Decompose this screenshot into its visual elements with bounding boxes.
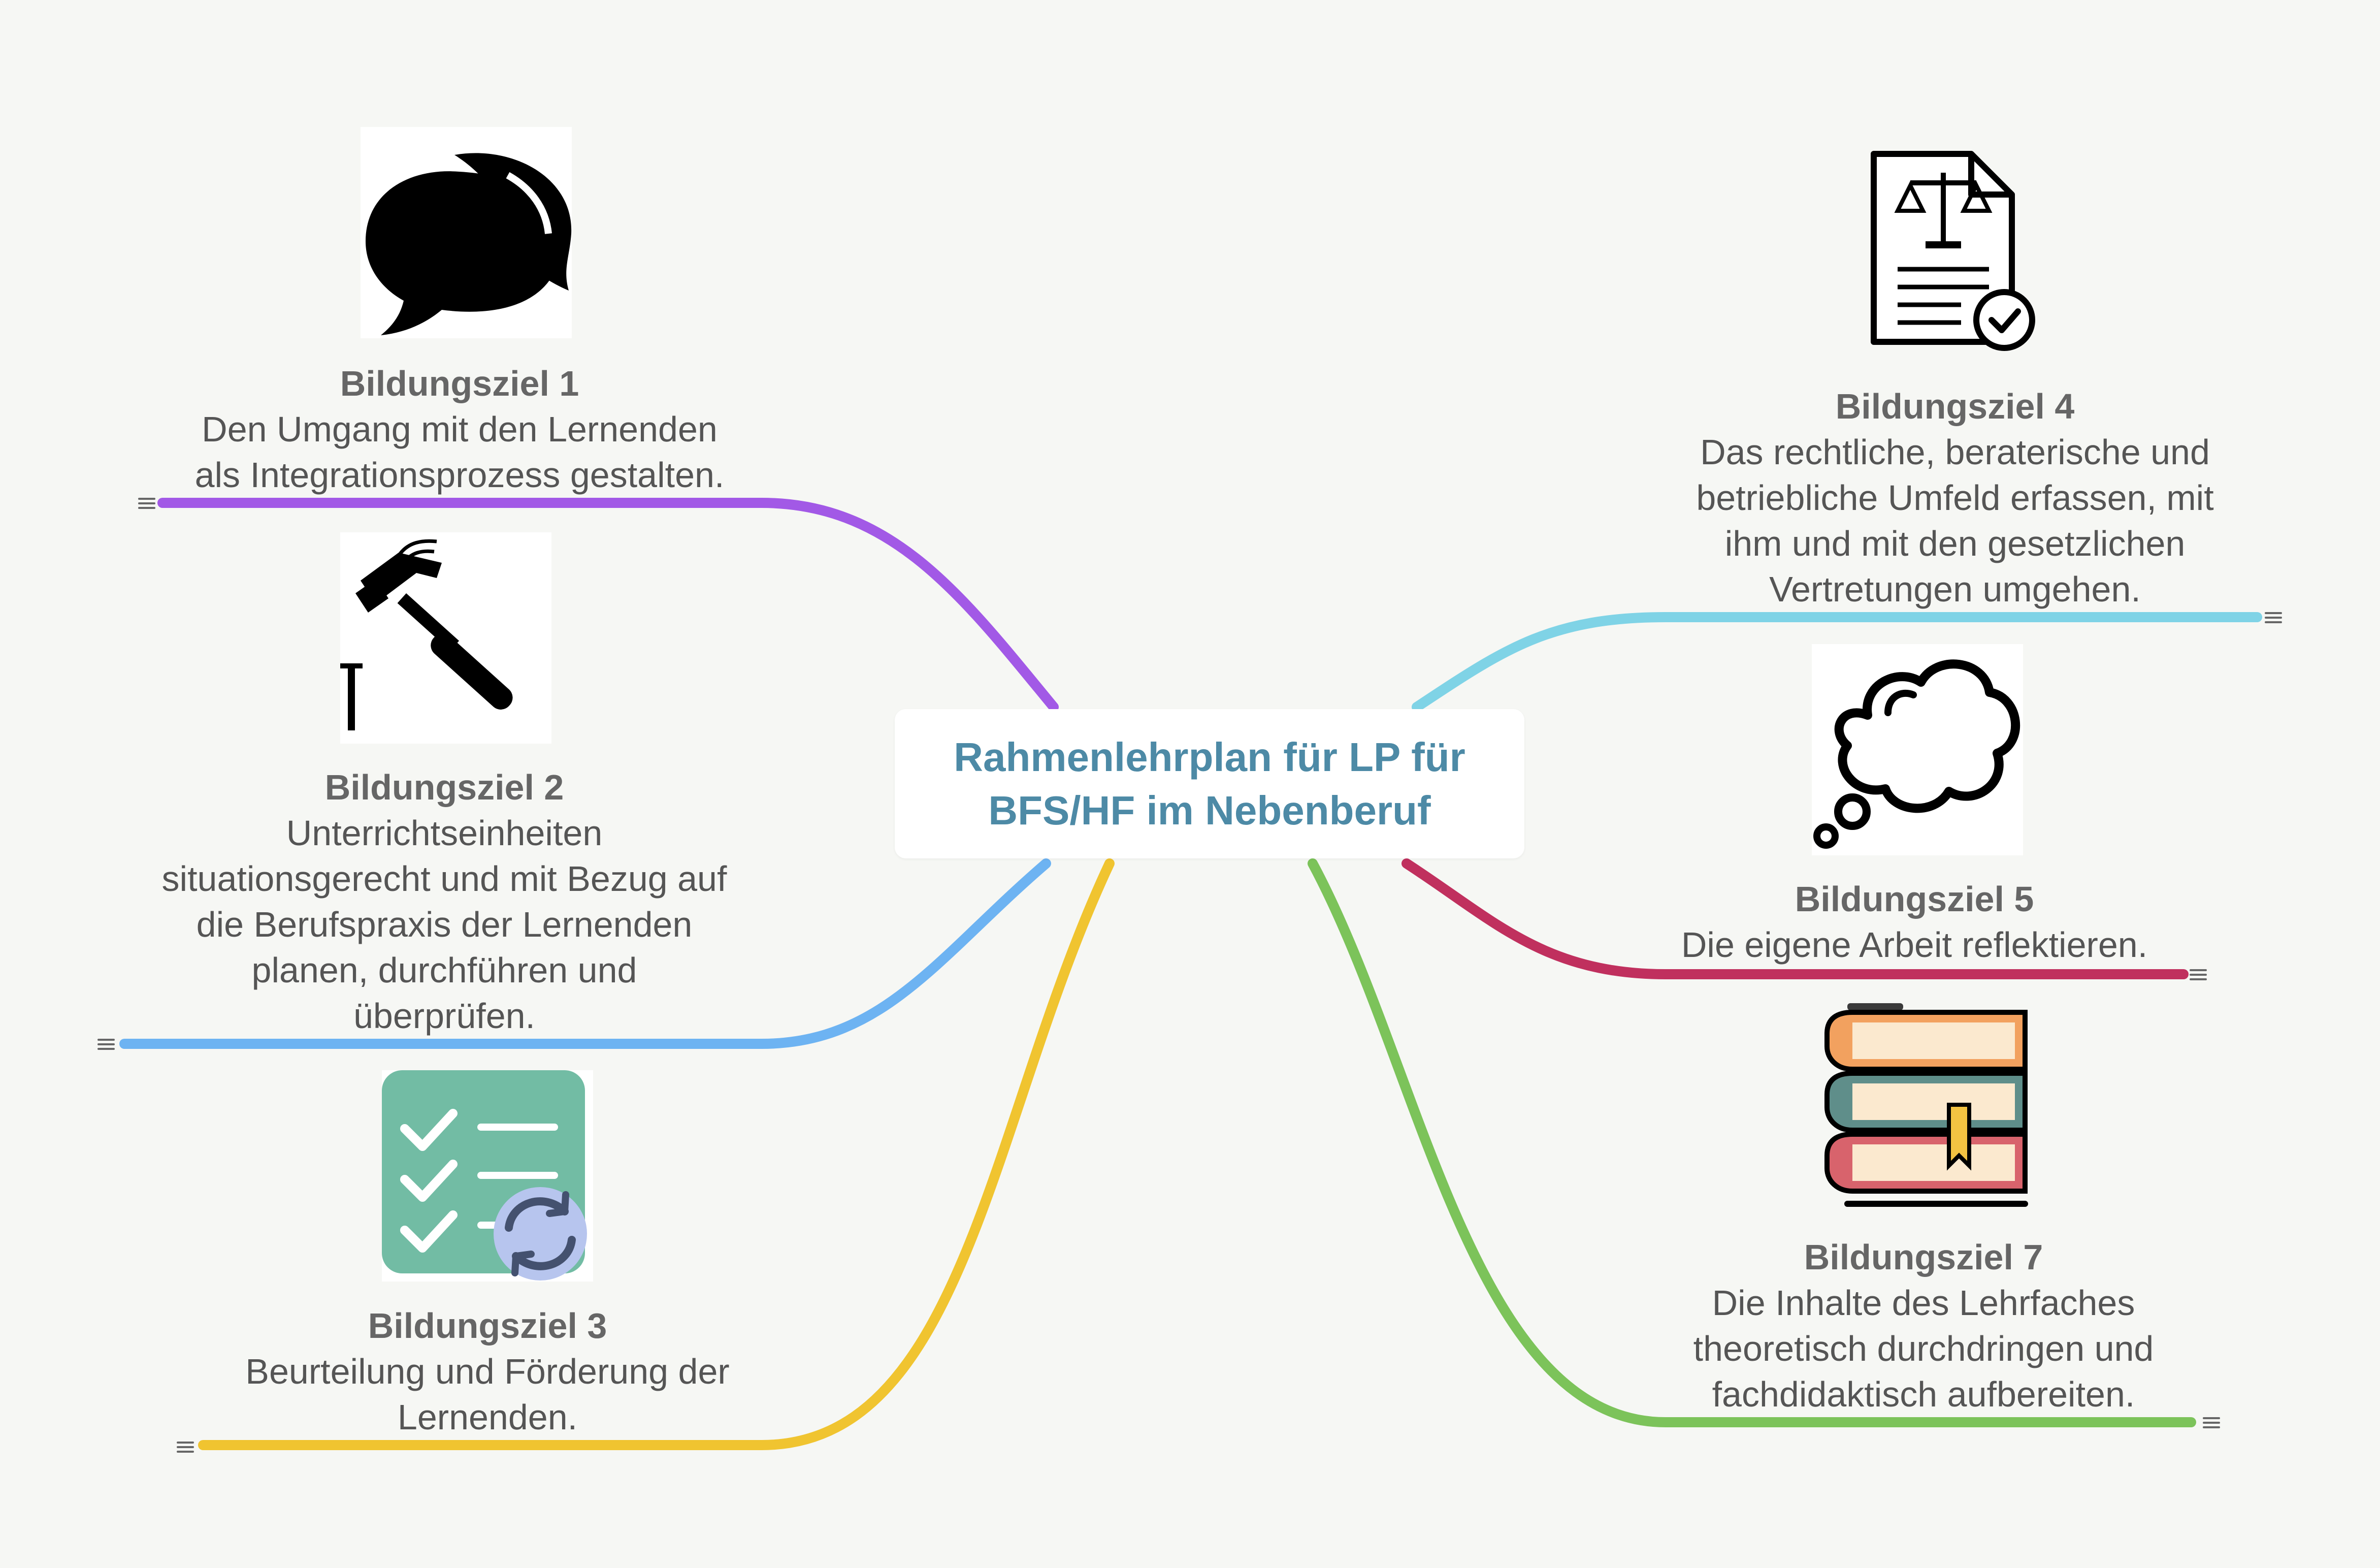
- branch-2-title: Bildungsziel 2: [324, 767, 564, 807]
- branch-2-desc-line-5: überprüfen.: [353, 996, 536, 1036]
- branch-2-desc-line-3: die Berufspraxis der Lernenden: [196, 905, 693, 944]
- branch-4-desc-line-1: Das rechtliche, beraterische und: [1700, 432, 2210, 472]
- branch-5-topic[interactable]: Bildungsziel 5 Die eigene Arbeit reflekt…: [1559, 876, 2270, 968]
- branch-4-menu-icon[interactable]: [2265, 612, 2282, 623]
- branch-3-desc-line-1: Beurteilung und Förderung der: [245, 1352, 730, 1391]
- branch-4-title: Bildungsziel 4: [1835, 387, 2075, 426]
- branch-line-1: [157, 498, 1059, 712]
- branch-5-title: Bildungsziel 5: [1795, 879, 2034, 919]
- branch-3-topic[interactable]: Bildungsziel 3 Beurteilung und Förderung…: [132, 1303, 843, 1440]
- branch-1-topic[interactable]: Bildungsziel 1 Den Umgang mit den Lernen…: [104, 361, 815, 498]
- book-stack-icon: [1817, 1003, 2028, 1214]
- branch-7-desc-line-1: Die Inhalte des Lehrfaches: [1712, 1283, 2135, 1323]
- central-topic-line-1: Rahmenlehrplan für LP für: [954, 734, 1465, 780]
- branch-1-title: Bildungsziel 1: [340, 364, 579, 403]
- branch-line-4: [1412, 612, 2262, 712]
- branch-7-topic[interactable]: Bildungsziel 7 Die Inhalte des Lehrfache…: [1568, 1234, 2279, 1417]
- branch-3-menu-icon[interactable]: [177, 1442, 194, 1453]
- branch-2-desc-line-1: Unterrichtseinheiten: [286, 813, 603, 853]
- branch-line-3: [198, 858, 1115, 1450]
- branch-2-topic[interactable]: Bildungsziel 2 Unterrichtseinheiten situ…: [89, 764, 800, 1039]
- branch-3-title: Bildungsziel 3: [368, 1306, 607, 1346]
- branch-line-2: [119, 858, 1051, 1049]
- branch-4-desc-line-4: Vertretungen umgehen.: [1769, 569, 2141, 609]
- branch-2-desc-line-4: planen, durchführen und: [251, 950, 637, 990]
- branch-1-menu-icon[interactable]: [138, 498, 155, 509]
- branch-7-desc-line-3: fachdidaktisch aufbereiten.: [1712, 1374, 2135, 1414]
- branch-1-desc-line-1: Den Umgang mit den Lernenden: [202, 409, 718, 449]
- hammer-nail-icon: [340, 532, 551, 744]
- central-topic[interactable]: Rahmenlehrplan für LP für BFS/HF im Nebe…: [895, 709, 1524, 858]
- branch-2-desc-line-2: situationsgerecht und mit Bezug auf: [161, 859, 727, 899]
- branch-2-menu-icon[interactable]: [97, 1039, 115, 1050]
- branch-4-topic[interactable]: Bildungsziel 4 Das rechtliche, berateris…: [1600, 383, 2310, 612]
- branch-4-desc-line-2: betriebliche Umfeld erfassen, mit: [1696, 478, 2214, 518]
- branch-7-menu-icon[interactable]: [2203, 1417, 2220, 1428]
- speech-bubbles-icon: [361, 127, 572, 338]
- branch-4-desc-line-3: ihm und mit den gesetzlichen: [1724, 524, 2186, 563]
- thought-cloud-icon: [1812, 644, 2023, 855]
- central-topic-line-2: BFS/HF im Nebenberuf: [988, 788, 1431, 833]
- branch-line-5: [1401, 858, 2189, 979]
- legal-document-icon: [1839, 145, 2050, 356]
- branch-1-desc-line-2: als Integrationsprozess gestalten.: [194, 455, 725, 495]
- checklist-refresh-icon: [382, 1070, 593, 1282]
- branch-7-desc-line-2: theoretisch durchdringen und: [1693, 1329, 2154, 1368]
- branch-7-title: Bildungsziel 7: [1804, 1237, 2043, 1277]
- branch-5-menu-icon[interactable]: [2190, 969, 2207, 980]
- branch-line-7: [1308, 858, 2196, 1427]
- branch-5-desc-line-1: Die eigene Arbeit reflektieren.: [1681, 925, 2148, 965]
- branch-3-desc-line-2: Lernenden.: [397, 1397, 578, 1437]
